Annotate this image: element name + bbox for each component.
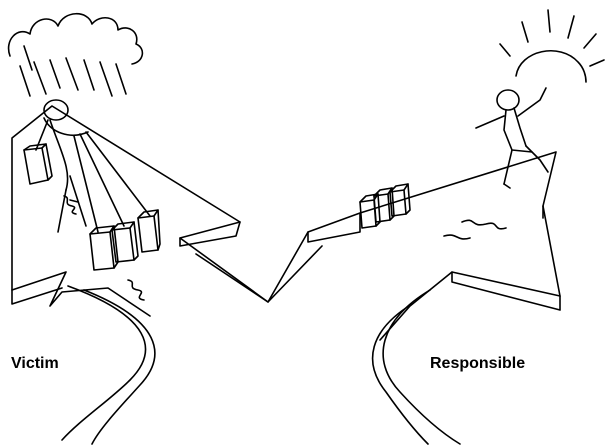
forked-arrow-road [12,106,560,340]
victim-figure [36,100,150,232]
victim-label: Victim [11,356,59,372]
bag-icon [24,144,52,184]
bag-icon [360,194,380,228]
sun-icon [500,10,604,82]
bag-icon [138,210,160,252]
road-stems [62,286,460,444]
responsible-road-marks [444,220,506,239]
responsible-label: Responsible [430,356,525,372]
rain-cloud-icon [9,14,143,96]
